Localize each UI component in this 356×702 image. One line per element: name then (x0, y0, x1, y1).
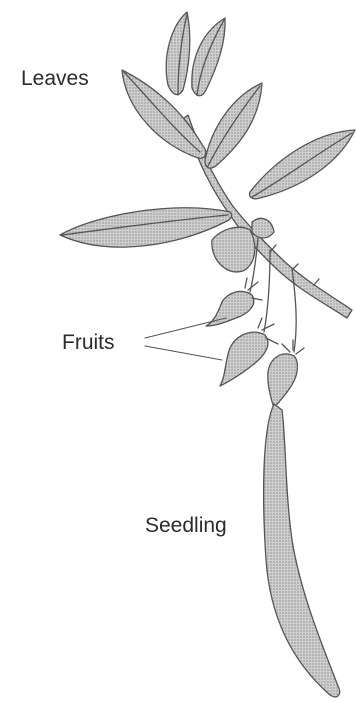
fruit (220, 332, 268, 386)
leaf (60, 208, 232, 247)
label-seedling: Seedling (145, 514, 227, 538)
leaf (252, 218, 274, 238)
fruit-calyx (282, 340, 304, 354)
seedling (264, 404, 340, 697)
leader-line (145, 318, 226, 338)
label-leaves: Leaves (21, 67, 89, 91)
fruit (268, 354, 298, 408)
label-fruits: Fruits (62, 331, 115, 355)
leaf (212, 227, 255, 272)
leaf-vein (252, 133, 352, 197)
leaf (192, 18, 225, 96)
leader-line (145, 346, 222, 360)
